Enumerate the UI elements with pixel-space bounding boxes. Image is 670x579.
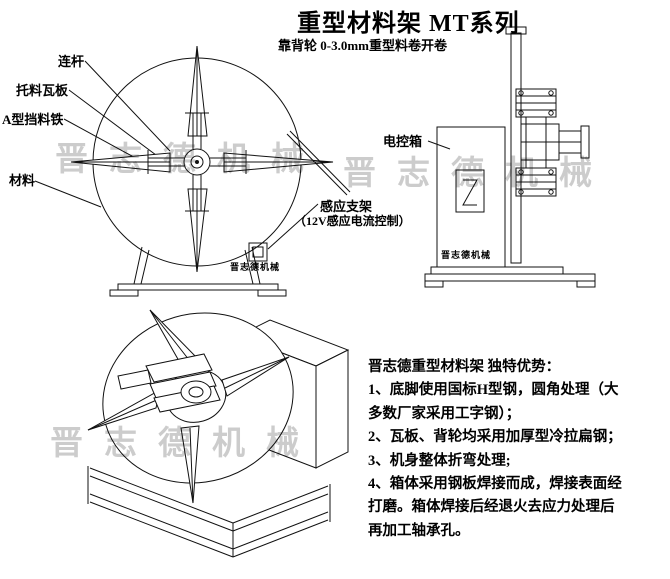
front-view-drawing	[34, 45, 351, 297]
label-electric-control-box: 电控箱	[383, 134, 423, 149]
advantages-line: 再加工轴承孔。	[368, 522, 470, 539]
advantages-line: 4、箱体采用钢板焊接而成，焊接表面经	[368, 476, 622, 493]
back-plate	[510, 32, 522, 264]
stand-legs	[133, 246, 261, 285]
leader-lines	[34, 60, 171, 208]
sensor-leader	[267, 203, 319, 250]
electric-symbol	[462, 179, 478, 206]
sensor-box	[248, 242, 268, 262]
label-material: 材料	[9, 173, 36, 188]
advantages-line: 多数厂家采用工字钢）；	[368, 405, 521, 422]
page-subtitle: 靠背轮 0-3.0mm重型料卷开卷	[278, 38, 447, 53]
label-a-type-stop-iron: A型挡料铁	[2, 112, 64, 127]
label-connecting-rod: 连杆	[58, 54, 85, 69]
control-box-leader	[427, 140, 451, 150]
advantages-block: 晋志德重型材料架 独特优势： 1、底脚使用国标H型钢，圆角处理（大 多数厂家采用…	[368, 356, 668, 543]
maker-mark-side: 晋志德机械	[441, 250, 492, 260]
label-sensor-bracket: 感应支架	[320, 199, 373, 214]
slide-rails	[147, 112, 247, 212]
isometric-view-drawing	[87, 309, 350, 558]
sensor-bracket-arm	[286, 130, 351, 196]
label-sensor-bracket-note: （12V感应电流控制）	[294, 214, 411, 228]
page-title: 重型材料架 MT系列	[297, 11, 520, 37]
advantages-line: 2、瓦板、背轮均采用加厚型冷拉扁钢；	[368, 429, 622, 446]
maker-mark-front: 晋志德机械	[230, 262, 281, 272]
carriage-3d	[117, 353, 221, 413]
blades-3d	[87, 309, 290, 504]
advantages-heading: 晋志德重型材料架 独特优势：	[368, 359, 561, 375]
electric-symbol-box	[455, 169, 485, 213]
advantages-line: 打磨。箱体焊接后经退火去应力处理后	[368, 499, 615, 516]
label-support-shoe-plate: 托料瓦板	[16, 83, 69, 98]
stand-base	[117, 283, 279, 291]
h-beam-base	[87, 466, 331, 558]
advantages-line: 1、底脚使用国标H型钢，圆角处理（大	[368, 382, 619, 399]
side-view-drawing	[424, 26, 596, 288]
side-base	[424, 273, 596, 282]
advantages-line: 3、机身整体折弯处理;	[368, 452, 511, 469]
